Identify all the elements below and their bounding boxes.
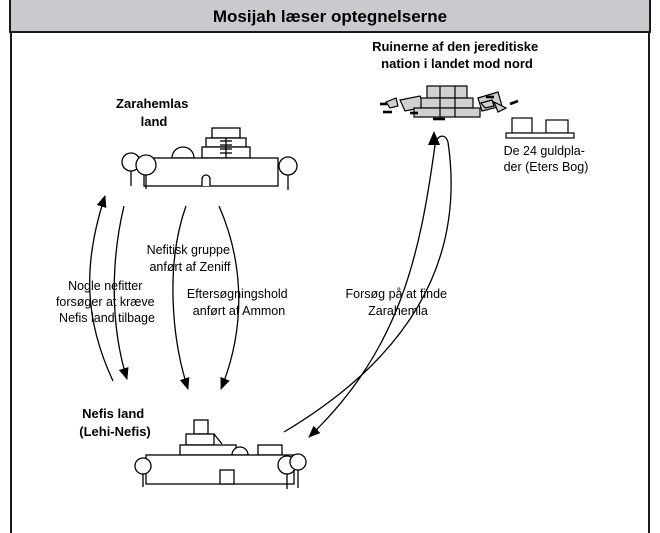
ruins-arrow-head (428, 131, 440, 145)
reclaim-label-line3: Nefis land tilbage (59, 311, 155, 325)
zarahemla-city-icon (121, 127, 298, 190)
diagram-title: Mosijah læser optegnelserne (213, 7, 447, 26)
ruins-label-line1: Ruinerne af den jereditiske (372, 39, 538, 54)
zarahemla-label-line2: land (141, 114, 168, 129)
nephi-label-line2: (Lehi-Nefis) (79, 424, 151, 439)
zeniff-label: Nefitisk gruppe anført af Zeniff (147, 243, 234, 274)
ammon-label: Eftersøgningshold anført af Ammon (187, 287, 291, 318)
journey-paths (89, 141, 452, 438)
reclaim-label: Nogle nefitter forsøger at kræve Nefis l… (56, 279, 158, 325)
plates-label-line1: De 24 guldpla- (504, 144, 585, 158)
zarahemla-label: Zarahemlas land (116, 96, 192, 129)
plates-label: De 24 guldpla- der (Eters Bog) (504, 144, 589, 174)
reclaim-label-line2: forsøger at kræve (56, 295, 155, 309)
ammon-label-line2: anført af Ammon (193, 304, 285, 318)
ruins-label-line2: nation i landet mod nord (381, 56, 533, 71)
ruins-label: Ruinerne af den jereditiske nation i lan… (372, 39, 542, 71)
path-ammon-line (218, 205, 240, 390)
plates-label-line2: der (Eters Bog) (504, 160, 589, 174)
find-label-line1: Forsøg på at finde (346, 287, 447, 301)
ruins-debris (380, 95, 519, 121)
find-label: Forsøg på at finde Zarahemla (346, 287, 451, 318)
nephi-label-line1: Nefis land (82, 406, 144, 421)
path-zeniff-line (172, 205, 190, 390)
header-band (9, 0, 651, 33)
zeniff-label-line1: Nefitisk gruppe (147, 243, 230, 257)
ammon-label-line1: Eftersøgningshold (187, 287, 288, 301)
path-reclaim-down (113, 205, 129, 380)
zarahemla-label-line1: Zarahemlas (116, 96, 188, 111)
find-label-line2: Zarahemla (368, 304, 428, 318)
ruins-icon (385, 85, 508, 118)
zeniff-label-line2: anført af Zeniff (149, 260, 231, 274)
nephi-label: Nefis land (Lehi-Nefis) (79, 406, 151, 439)
path-find-back (283, 141, 452, 433)
path-find-to-nephi (308, 144, 436, 438)
nephi-city-icon (134, 419, 307, 489)
path-reclaim-up (89, 195, 114, 382)
plates-icon (505, 117, 575, 139)
reclaim-label-line1: Nogle nefitter (68, 279, 142, 293)
